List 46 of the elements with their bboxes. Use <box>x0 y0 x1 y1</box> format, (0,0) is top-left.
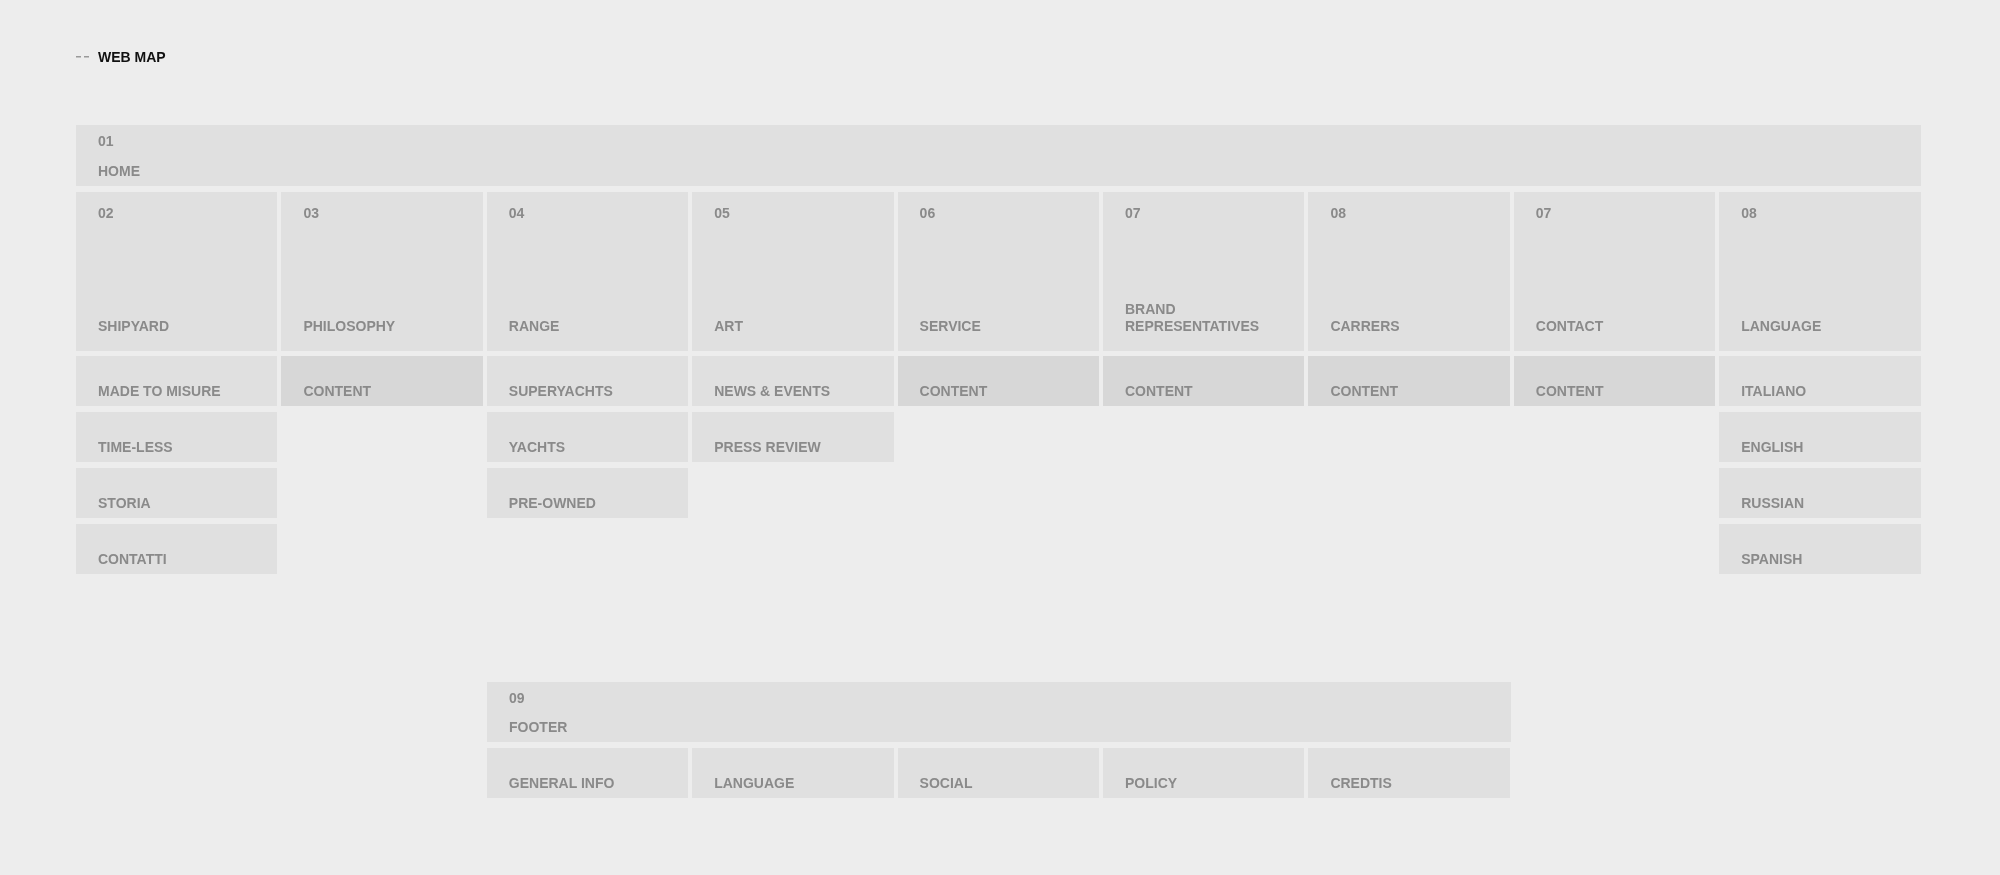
section-number: 06 <box>919 205 936 222</box>
page-label: CONTENT <box>1330 383 1399 400</box>
section-number: 03 <box>303 205 319 222</box>
page-label: SOCIAL <box>919 775 973 792</box>
page-label: CONTENT <box>1535 383 1604 400</box>
page-label: HOME <box>98 163 140 180</box>
page-label: PHILOSOPHY <box>303 318 396 335</box>
section-number: 05 <box>714 205 730 222</box>
page-label: RUSSIAN <box>1741 495 1805 512</box>
section-number: 07 <box>1125 205 1141 222</box>
page-label: CONTENT <box>919 383 988 400</box>
page-label: SERVICE <box>919 318 981 335</box>
page-label: SUPERYACHTS <box>508 383 613 400</box>
page-label: LANGUAGE <box>714 775 795 792</box>
page-label: ART <box>714 318 743 335</box>
page-label: ITALIANO <box>1741 383 1807 400</box>
page-label: CONTENT <box>1125 383 1193 400</box>
page-label: SHIPYARD <box>98 318 170 335</box>
page-label: YACHTS <box>508 439 566 456</box>
page-label: SPANISH <box>1741 551 1803 568</box>
section-number: 01 <box>98 133 114 150</box>
page-label: BRAND REPRESENTATIVES <box>1125 301 1261 335</box>
page-label: GENERAL INFO <box>508 775 615 792</box>
page-label: TIME-LESS <box>98 439 173 456</box>
page-label: ENGLISH <box>1741 439 1804 456</box>
page-label: CONTATTI <box>98 551 167 568</box>
section-number: 08 <box>1741 205 1757 222</box>
section-number: 08 <box>1330 205 1346 222</box>
page-label: CREDTIS <box>1330 775 1392 792</box>
page-label: PRESS REVIEW <box>714 439 821 456</box>
page-label: POLICY <box>1125 775 1178 792</box>
page-label: NEWS & EVENTS <box>714 383 831 400</box>
page-label: CARRERS <box>1330 318 1400 335</box>
section-number: 07 <box>1535 205 1552 222</box>
page-label: LANGUAGE <box>1741 318 1822 335</box>
page-label: PRE-OWNED <box>508 495 596 512</box>
section-number: 02 <box>98 205 114 222</box>
page-label: CONTENT <box>303 383 372 400</box>
page-label: FOOTER <box>509 719 568 736</box>
diagram-title: WEB MAP <box>98 48 166 66</box>
page-label: MADE TO MISURE <box>98 383 221 400</box>
section-number: 09 <box>509 690 525 707</box>
section-number: 04 <box>508 205 525 222</box>
page-label: STORIA <box>98 495 151 512</box>
page-label: CONTACT <box>1535 318 1604 335</box>
page-label: RANGE <box>508 318 560 335</box>
